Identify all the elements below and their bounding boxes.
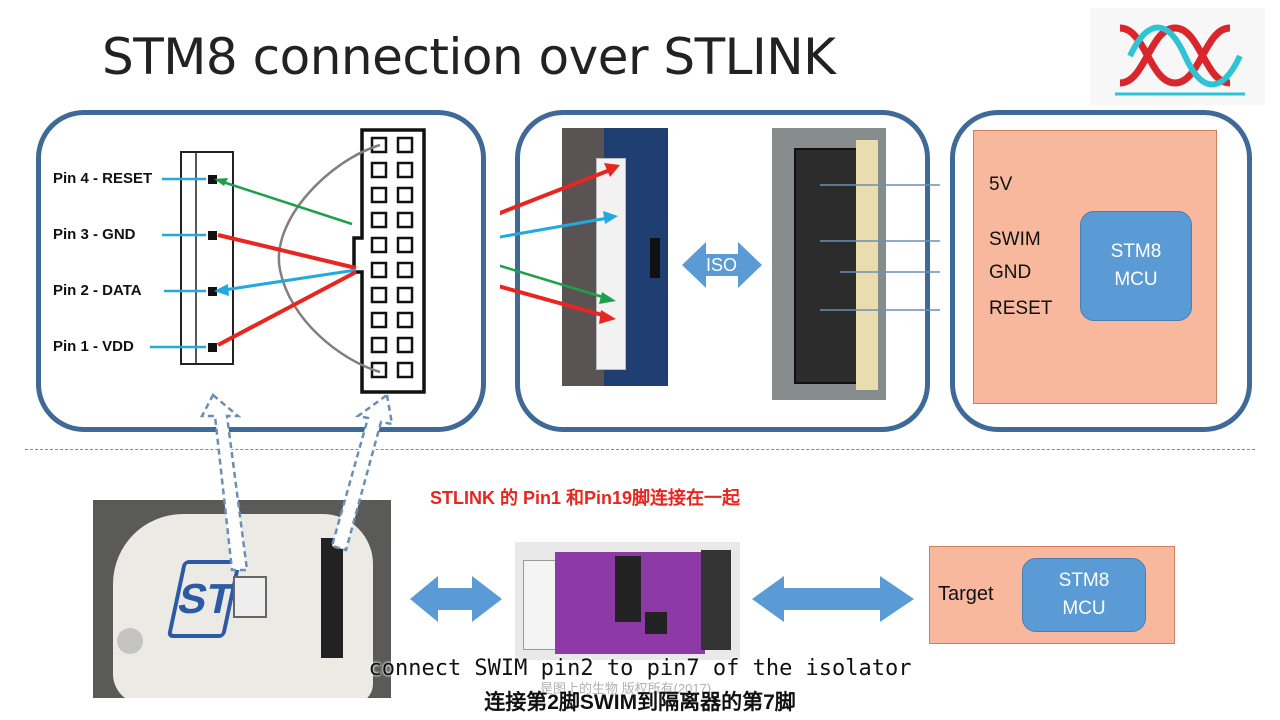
divider	[25, 449, 1255, 450]
signal-5v: 5V	[989, 174, 1013, 195]
caption-english: connect SWIM pin2 to pin7 of the isolato…	[368, 656, 912, 681]
isolator-wires	[500, 163, 940, 324]
signal-reset: RESET	[989, 298, 1053, 319]
pin-label-gnd: Pin 3 - GND	[53, 226, 136, 243]
target-label: Target	[938, 583, 994, 605]
watermark: 是图上的生物 版权所有(2017)	[540, 681, 712, 696]
pin-label-vdd: Pin 1 - VDD	[53, 338, 134, 355]
header-board-image	[772, 128, 886, 400]
target-mcu-line1: STM8	[1058, 570, 1110, 591]
four-pin-connector	[180, 151, 234, 365]
pin-label-data: Pin 2 - DATA	[53, 282, 142, 299]
logo-icon	[1090, 8, 1265, 105]
iso-label: ISO	[706, 255, 738, 275]
twenty-pin-header	[352, 128, 426, 394]
caption-chinese: 连接第2脚SWIM到隔离器的第7脚	[484, 691, 796, 714]
bottom-arrows	[410, 576, 914, 622]
stlink-photo: ST	[93, 500, 391, 698]
note-text: STLINK 的 Pin1 和Pin19脚连接在一起	[430, 488, 741, 508]
signal-gnd: GND	[989, 262, 1032, 283]
isolator-pcb-photo	[515, 542, 740, 660]
page-title: STM8 connection over STLINK	[102, 28, 836, 86]
mcu-line2: MCU	[1114, 269, 1158, 290]
pin-label-reset: Pin 4 - RESET	[53, 170, 153, 187]
mcu-line1: STM8	[1110, 241, 1162, 262]
target-mcu-line2: MCU	[1062, 598, 1106, 619]
wiring-diagram	[150, 128, 426, 394]
signal-swim: SWIM	[989, 229, 1041, 250]
stlink-up-arrows	[199, 392, 394, 572]
